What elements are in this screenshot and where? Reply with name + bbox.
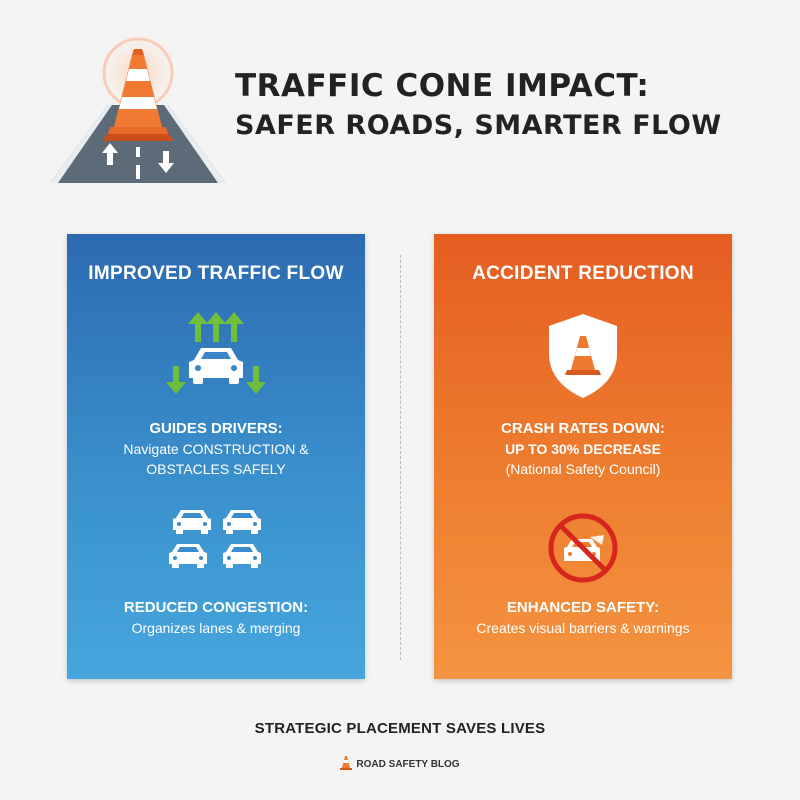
guides-drivers-line-1: Navigate CONSTRUCTION & — [123, 441, 309, 457]
four-cars-icon — [169, 510, 261, 568]
reduced-congestion-heading: REDUCED CONGESTION: — [123, 599, 309, 616]
enhanced-safety-line-1: Creates visual barriers & warnings — [476, 620, 690, 636]
shield-cone-icon — [549, 314, 617, 398]
traffic-flow-card: IMPROVED TRAFFIC FLOW GUIDES DRIVERS: Na… — [67, 234, 365, 679]
reduced-congestion-line-1: Organizes lanes & merging — [131, 620, 301, 636]
card-title-traffic-flow: IMPROVED TRAFFIC FLOW — [88, 263, 344, 284]
guides-drivers-heading: GUIDES DRIVERS: — [149, 420, 283, 437]
footer-tagline: STRATEGIC PLACEMENT SAVES LIVES — [254, 720, 546, 737]
title-line-1: TRAFFIC CONE IMPACT: — [235, 68, 650, 104]
small-cone-icon — [340, 756, 353, 770]
card-title-accident-reduction: ACCIDENT REDUCTION — [472, 263, 694, 284]
brand-name: ROAD SAFETY BLOG — [356, 759, 460, 770]
traffic-cone-road-icon — [50, 35, 226, 183]
reduced-congestion-block: REDUCED CONGESTION: Organizes lanes & me… — [67, 598, 365, 638]
crash-rates-heading: CRASH RATES DOWN: — [501, 420, 665, 437]
car-arrows-icon — [166, 312, 266, 394]
no-crash-icon — [548, 513, 618, 583]
guides-drivers-line-2: OBSTACLES SAFELY — [146, 461, 286, 477]
title-line-2: SAFER ROADS, SMARTER FLOW — [235, 110, 722, 141]
brand-footer: ROAD SAFETY BLOG — [0, 756, 800, 770]
enhanced-safety-heading: ENHANCED SAFETY: — [506, 599, 660, 616]
accident-reduction-card: ACCIDENT REDUCTION CRASH RATES DOWN: UP … — [434, 234, 732, 679]
crash-rates-block: CRASH RATES DOWN: UP TO 30% DECREASE (Na… — [434, 419, 732, 479]
divider — [400, 255, 401, 660]
enhanced-safety-block: ENHANCED SAFETY: Creates visual barriers… — [434, 598, 732, 638]
crash-rates-line-2: (National Safety Council) — [505, 461, 661, 477]
page-title: TRAFFIC CONE IMPACT: SAFER ROADS, SMARTE… — [235, 65, 775, 145]
guides-drivers-block: GUIDES DRIVERS: Navigate CONSTRUCTION & … — [67, 419, 365, 479]
crash-rates-line-1: UP TO 30% DECREASE — [505, 441, 661, 457]
